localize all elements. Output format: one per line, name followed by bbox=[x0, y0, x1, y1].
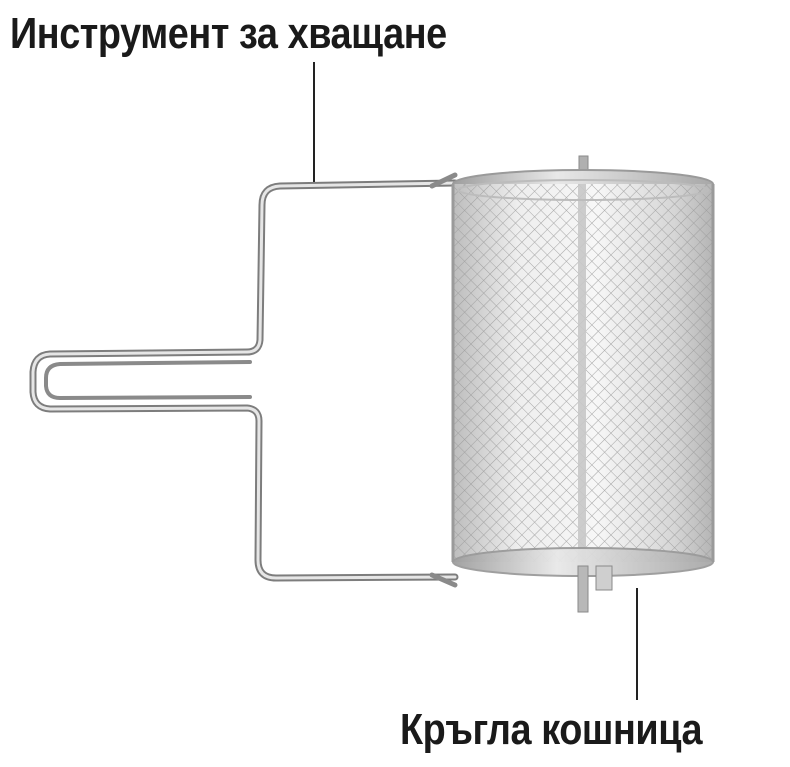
label-round-basket: Кръгла кошница bbox=[400, 705, 703, 754]
label-grip-tool: Инструмент за хващане bbox=[10, 9, 447, 58]
grip-tool bbox=[29, 172, 459, 588]
round-basket bbox=[451, 155, 715, 613]
